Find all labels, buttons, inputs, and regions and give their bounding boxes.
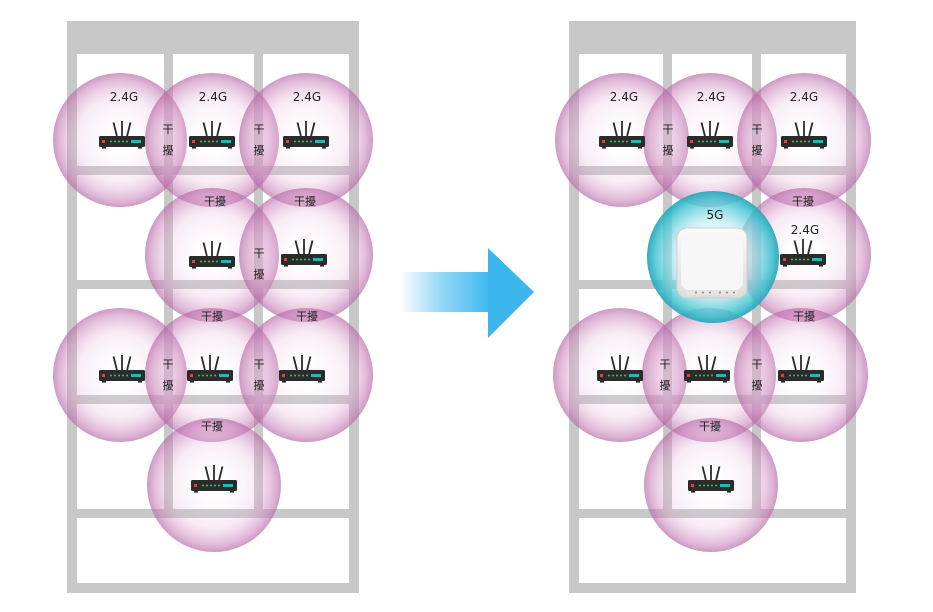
band-label: 2.4G: [110, 90, 138, 104]
band-label-5g: 5G: [707, 208, 724, 222]
band-label: 2.4G: [293, 90, 321, 104]
interference-label: 干擾: [793, 309, 815, 323]
interference-label-v: 干: [660, 358, 671, 371]
interference-label: 干擾: [699, 419, 721, 433]
interference-label: 干擾: [204, 194, 226, 208]
labels-right: 2.4G 2.4G 2.4G 2.4G 5G 干 擾 干 擾 干擾 干擾 干 擾…: [610, 90, 819, 433]
interference-label: 干擾: [296, 309, 318, 323]
band-label: 2.4G: [199, 90, 227, 104]
interference-label-v: 擾: [254, 378, 265, 392]
interference-label-v: 擾: [163, 378, 174, 392]
interference-label-v: 干: [752, 358, 763, 371]
interference-label-v: 干: [254, 358, 265, 371]
interference-label-v: 擾: [163, 143, 174, 157]
interference-label-v: 擾: [254, 267, 265, 281]
interference-label-v: 干: [752, 123, 763, 136]
band-label: 2.4G: [790, 90, 818, 104]
interference-label-v: 干: [254, 123, 265, 136]
interference-label-v: 擾: [254, 143, 265, 157]
interference-label-v: 干: [163, 123, 174, 136]
interference-label-v: 擾: [752, 378, 763, 392]
interference-label: 干擾: [792, 194, 814, 208]
interference-label: 干擾: [294, 194, 316, 208]
interference-label-v: 擾: [752, 143, 763, 157]
labels-left: 2.4G 2.4G 2.4G 干 擾 干 擾 干擾 干擾 干 擾 干擾 干擾 干…: [110, 90, 321, 433]
interference-label-v: 干: [663, 123, 674, 136]
interference-label-v: 擾: [660, 378, 671, 392]
band-label: 2.4G: [610, 90, 638, 104]
interference-label-v: 擾: [663, 143, 674, 157]
band-label: 2.4G: [791, 223, 819, 237]
access-point-icon: [676, 227, 748, 299]
interference-label: 干擾: [201, 309, 223, 323]
interference-label-v: 干: [254, 247, 265, 260]
interference-label: 干擾: [201, 419, 223, 433]
band-label: 2.4G: [697, 90, 725, 104]
right-arrow-icon: [400, 248, 534, 338]
interference-label-v: 干: [163, 358, 174, 371]
